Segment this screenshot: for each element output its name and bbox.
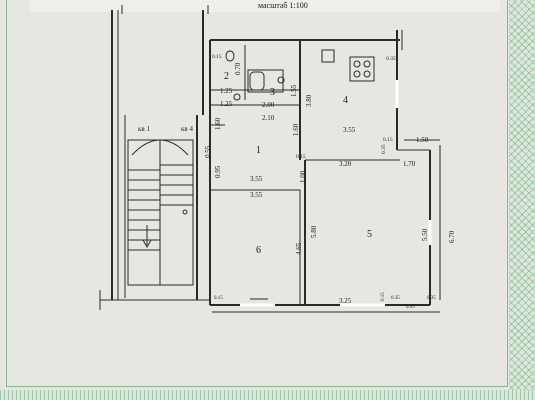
dim-3-55-room4: 3.55 (343, 126, 356, 134)
dim-0-15-top: 0.15 (212, 54, 222, 60)
dim-0-70: 0.70 (234, 62, 242, 75)
dim-0-35-top: 0.35 (386, 56, 396, 62)
toilet (225, 50, 235, 62)
dim-1-60-a: 1.60 (214, 117, 222, 130)
dim-1-70: 1.70 (403, 160, 416, 168)
wc-sink (233, 93, 241, 101)
dim-1-60-b: 1.60 (292, 123, 300, 136)
room-1-label: 1 (256, 145, 261, 156)
stairs-arrow-head (142, 239, 152, 249)
dim-0-15-mid: 0.15 (296, 154, 306, 160)
dim-1-00: 1.00 (299, 170, 307, 183)
room-3-label: 3 (270, 87, 275, 98)
dim-0-35-b2: 0.35 (427, 296, 436, 301)
bathtub-inner (249, 71, 265, 91)
dim-5-80: 5.80 (310, 225, 318, 238)
bathtub (247, 69, 284, 93)
dim-6-70: 6.70 (448, 230, 456, 243)
apartment-right-label: кв 4 (181, 125, 193, 133)
room-4-label: 4 (343, 95, 348, 106)
dim-1-55: 1.55 (290, 84, 298, 97)
stairs-newel (182, 209, 188, 215)
dim-1-25-b: 1.25 (220, 100, 233, 108)
inner-frame (6, 0, 508, 387)
stairs-landing-arc (131, 139, 189, 156)
dim-3-55-b: 3.55 (250, 191, 263, 199)
dim-3-55-a: 3.55 (250, 175, 263, 183)
dim-0-95-b: 0.95 (406, 305, 415, 310)
room-5-label: 5 (367, 229, 372, 240)
kitchen-sink (321, 49, 335, 63)
dim-0-55: 0.55 (204, 145, 212, 158)
security-border-bottom (0, 390, 535, 400)
dim-0-95: 0.95 (214, 165, 222, 178)
dim-1-50: 1.50 (416, 136, 429, 144)
dim-1-25-a: 1.25 (220, 87, 233, 95)
stove (349, 56, 375, 82)
dim-3-25: 3.25 (339, 297, 352, 305)
dim-0-35-b: 0.35 (391, 296, 400, 301)
security-border-right (509, 0, 535, 400)
dim-5-50: 5.50 (421, 228, 429, 241)
bath-sink (277, 76, 285, 84)
dim-0-15-b: 0.15 (381, 292, 386, 301)
dim-0-15-c: 0.15 (383, 137, 393, 143)
dim-3-20: 3.20 (339, 160, 352, 168)
room-2-label: 2 (224, 71, 229, 82)
room-6-label: 6 (256, 245, 261, 256)
dim-3-80: 3.80 (305, 94, 313, 107)
title-band (30, 0, 500, 12)
scale-label: масштаб 1:100 (258, 1, 308, 10)
apartment-left-label: кв 1 (138, 125, 150, 133)
dim-2-00: 2.00 (262, 101, 275, 109)
dim-2-10: 2.10 (262, 114, 275, 122)
stair-treads (128, 164, 193, 251)
dim-0-15-bl: 0.15 (214, 296, 223, 301)
dim-0-35-mid: 0.35 (381, 144, 387, 154)
dim-4-65: 4.65 (295, 242, 303, 255)
